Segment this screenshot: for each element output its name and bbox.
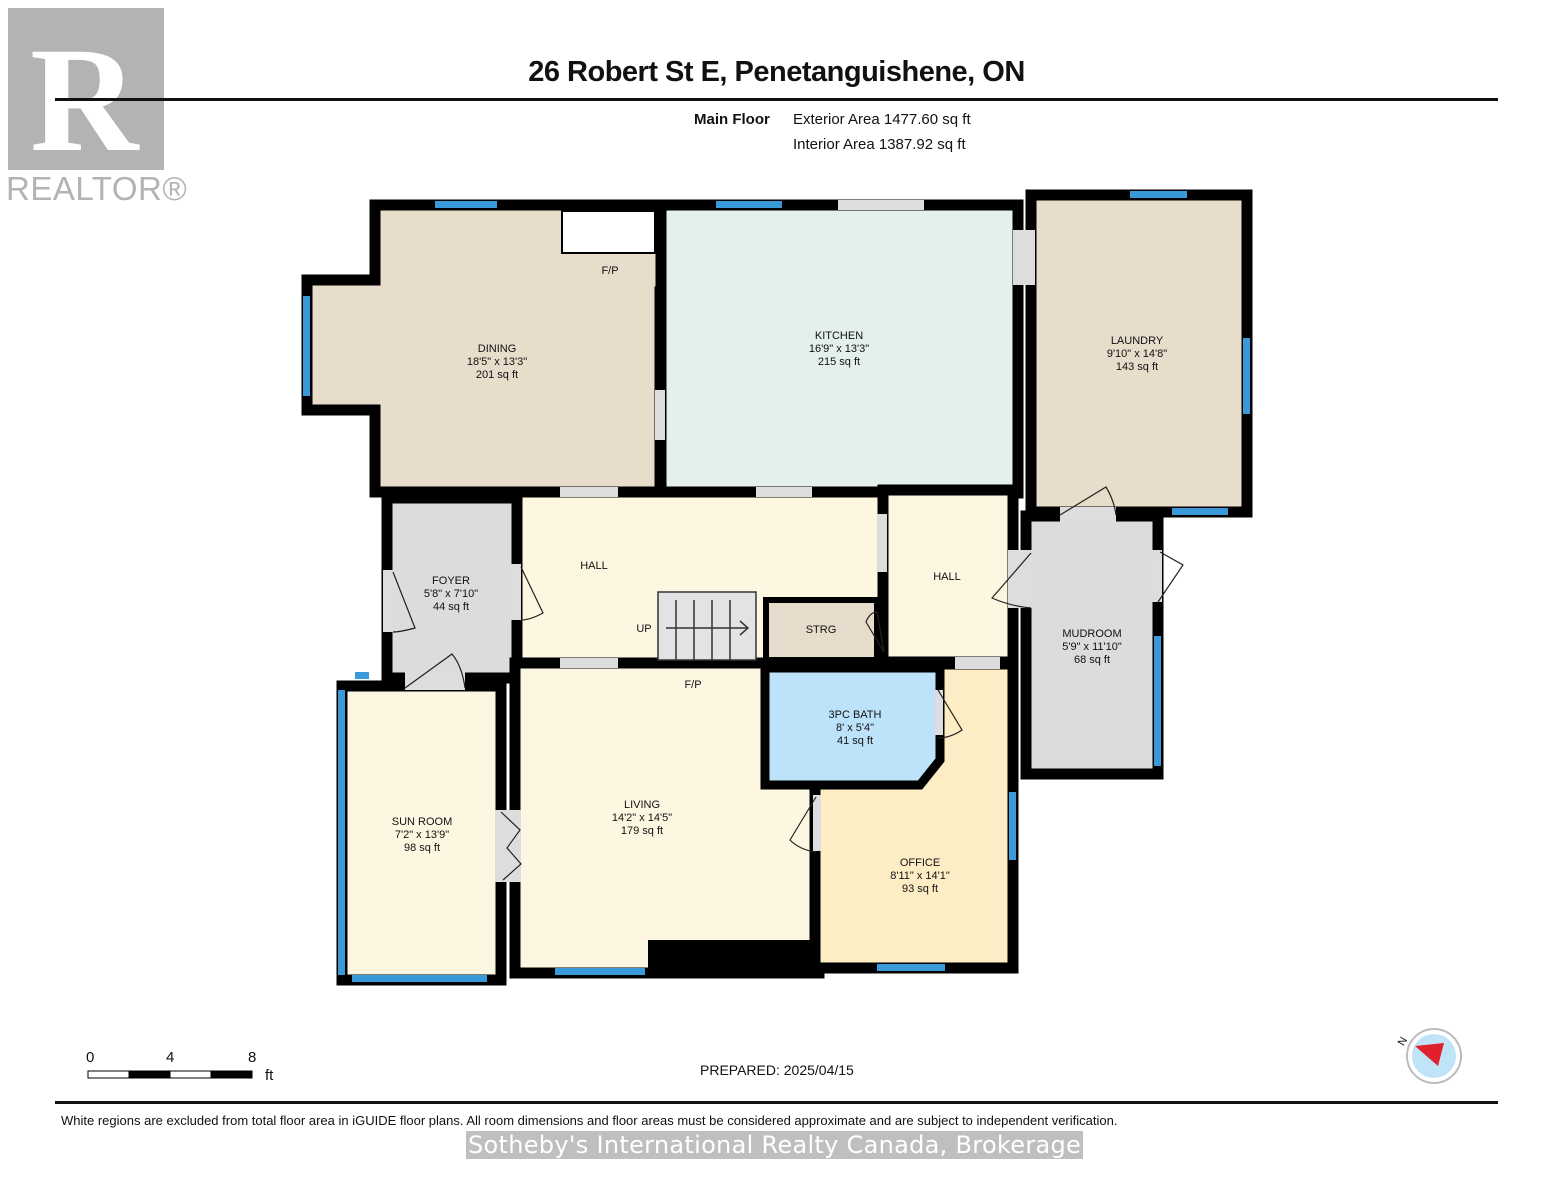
hall-2-name: HALL xyxy=(933,571,961,583)
dining-dims: 18'5" x 13'3" xyxy=(467,356,527,368)
floor-label: Main Floor xyxy=(694,111,770,128)
windows xyxy=(303,191,1250,982)
hall-1-name: HALL xyxy=(580,560,608,572)
dining-area: 201 sq ft xyxy=(476,369,518,381)
office-dims: 8'11" x 14'1" xyxy=(890,870,950,882)
brokerage-watermark: Sotheby's International Realty Canada, B… xyxy=(466,1131,1084,1159)
compass-icon: N xyxy=(1396,1028,1462,1084)
door-openings xyxy=(383,200,1162,882)
living-area: 179 sq ft xyxy=(621,825,663,837)
foyer-name: FOYER xyxy=(432,575,470,587)
header-rule xyxy=(55,98,1498,101)
footer-rule xyxy=(55,1101,1498,1104)
page-title: 26 Robert St E, Penetanguishene, ON xyxy=(528,56,1025,88)
exterior-area: Exterior Area 1477.60 sq ft xyxy=(793,111,971,128)
scale-tick-8: 8 xyxy=(248,1049,256,1066)
laundry-name: LAUNDRY xyxy=(1111,335,1164,347)
living-name: LIVING xyxy=(624,799,660,811)
stairs-label: UP xyxy=(636,623,651,635)
room-bath xyxy=(760,663,945,790)
room-labels: DINING 18'5" x 13'3" 201 sq ft KITCHEN 1… xyxy=(392,265,1168,895)
bath-dims: 8' x 5'4" xyxy=(836,722,874,734)
room-storage xyxy=(763,597,880,663)
prepared-date: PREPARED: 2025/04/15 xyxy=(700,1062,854,1078)
dining-name: DINING xyxy=(478,343,517,355)
stairs xyxy=(657,591,757,661)
mudroom-name: MUDROOM xyxy=(1062,628,1121,640)
bath-name: 3PC BATH xyxy=(829,709,882,721)
fireplace-dining xyxy=(561,210,656,254)
scale-tick-4: 4 xyxy=(166,1049,174,1066)
bath-area: 41 sq ft xyxy=(837,735,873,747)
storage-name: STRG xyxy=(806,624,837,636)
scale-tick-0: 0 xyxy=(86,1049,94,1066)
scale-unit: ft xyxy=(265,1067,274,1084)
laundry-dims: 9'10" x 14'8" xyxy=(1107,348,1167,360)
disclaimer: White regions are excluded from total fl… xyxy=(61,1113,1118,1128)
kitchen-name: KITCHEN xyxy=(815,330,863,342)
office-area: 93 sq ft xyxy=(902,883,938,895)
fireplace-label-2: F/P xyxy=(684,679,701,691)
room-laundry xyxy=(1025,189,1253,518)
kitchen-area: 215 sq ft xyxy=(818,356,860,368)
kitchen-dims: 16'9" x 13'3" xyxy=(809,343,869,355)
fireplace-label-1: F/P xyxy=(601,265,618,277)
sunroom-dims: 7'2" x 13'9" xyxy=(395,829,449,841)
living-wall-block xyxy=(648,940,816,978)
mudroom-area: 68 sq ft xyxy=(1074,654,1110,666)
realtor-logo xyxy=(8,8,164,170)
sunroom-name: SUN ROOM xyxy=(392,816,453,828)
door-swings xyxy=(392,486,1184,881)
sunroom-area: 98 sq ft xyxy=(404,842,440,854)
office-name: OFFICE xyxy=(900,857,940,869)
laundry-area: 143 sq ft xyxy=(1116,361,1158,373)
foyer-dims: 5'8" x 7'10" xyxy=(424,588,478,600)
interior-area: Interior Area 1387.92 sq ft xyxy=(793,136,966,153)
room-foyer xyxy=(381,492,523,684)
scale-bar xyxy=(87,1070,253,1079)
foyer-area: 44 sq ft xyxy=(433,601,469,613)
mudroom-dims: 5'9" x 11'10" xyxy=(1062,641,1122,653)
realtor-logo-text: REALTOR® xyxy=(6,170,188,207)
living-dims: 14'2" x 14'5" xyxy=(612,812,672,824)
